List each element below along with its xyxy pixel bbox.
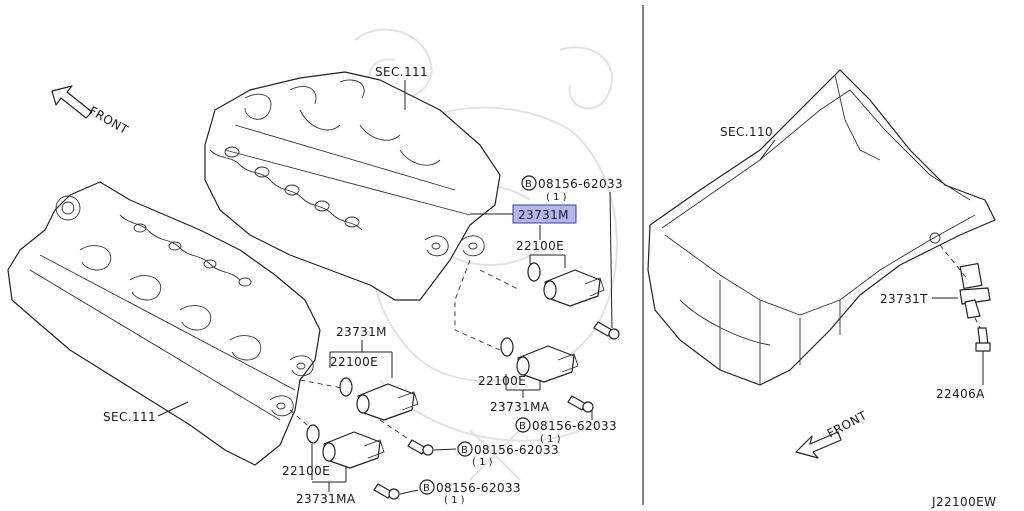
solenoid-valve-left-lower [322, 431, 385, 469]
bolt-symbol-a: B [525, 179, 532, 190]
bolt-22406A [975, 327, 991, 352]
circled-b-icon-b [515, 417, 531, 433]
diagram-code: J22100EW [931, 495, 996, 509]
bolt-symbol-c: B [461, 445, 468, 456]
solenoid-valve-upper [543, 269, 605, 307]
bolt-symbol-b: B [519, 421, 526, 432]
cylinder-head-upper [204, 71, 501, 301]
front-arrow-icon-right [795, 431, 842, 459]
o-ring-left-lower [306, 424, 320, 444]
part-23731MA-label-b[interactable]: 23731MA [296, 492, 356, 506]
part-22406A-label[interactable]: 22406A [936, 387, 985, 401]
part-23731MA-label-a[interactable]: 23731MA [490, 400, 550, 414]
bolt-label-d[interactable]: 08156-62033 [436, 481, 521, 495]
bolt-left-lower [373, 483, 400, 500]
cylinder-head-lower [7, 181, 321, 466]
bolt-middle [567, 395, 594, 413]
qty-c: ( 1 ) [472, 457, 493, 468]
qty-a: ( 1 ) [546, 192, 567, 203]
qty-d: ( 1 ) [444, 495, 465, 506]
part-23731M-highlight-label[interactable]: 23731M [518, 208, 569, 222]
front-label-left: FRONT [87, 103, 131, 137]
part-22100E-label-c[interactable]: 22100E [330, 355, 378, 369]
part-22100E-label-a[interactable]: 22100E [516, 239, 564, 253]
part-23731T-label[interactable]: 23731T [880, 292, 928, 306]
circled-b-icon [521, 175, 537, 191]
front-label-right: FRONT [825, 408, 870, 441]
bolt-label-c[interactable]: 08156-62033 [474, 443, 559, 457]
bolt-upper [593, 321, 620, 340]
sec111-left-label: SEC.111 [103, 410, 156, 424]
o-ring-upper [527, 262, 541, 282]
bolt-symbol-d: B [423, 483, 430, 494]
qty-b: ( 1 ) [540, 434, 561, 445]
bolt-label-a[interactable]: 08156-62033 [538, 177, 623, 191]
front-arrow-icon [51, 85, 93, 119]
part-23731M-label[interactable]: 23731M [336, 325, 387, 339]
bolt-left-upper [407, 439, 434, 456]
sec111-top-label: SEC.111 [375, 65, 428, 79]
part-22100E-label-b[interactable]: 22100E [478, 374, 526, 388]
o-ring-middle [500, 337, 514, 357]
sec110-label: SEC.110 [720, 125, 773, 139]
solenoid-valve-left-upper [356, 383, 419, 421]
part-22100E-label-d[interactable]: 22100E [282, 464, 330, 478]
circled-b-icon-d [419, 479, 435, 495]
bolt-label-b[interactable]: 08156-62033 [532, 419, 617, 433]
circled-b-icon-c [457, 441, 473, 457]
crank-position-sensor [959, 263, 991, 319]
solenoid-valve-middle [516, 345, 579, 383]
o-ring-left-upper [339, 377, 353, 397]
oil-pan [647, 69, 996, 386]
